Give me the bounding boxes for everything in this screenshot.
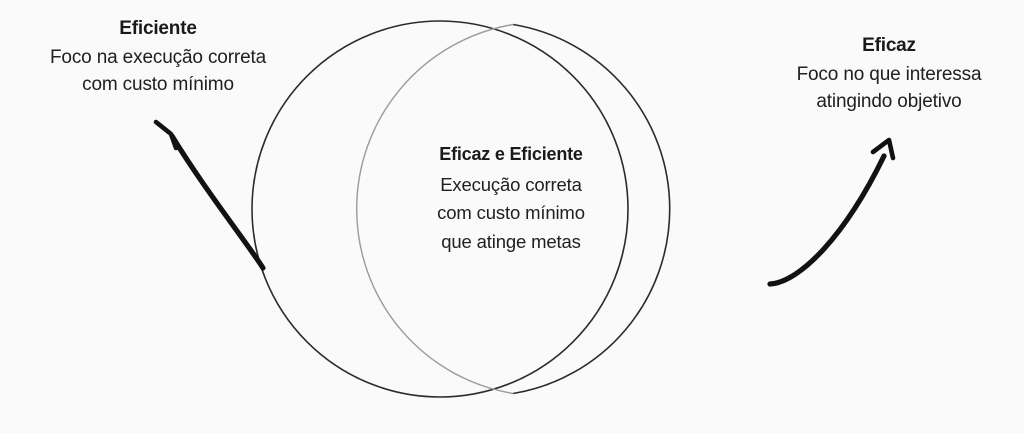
eficiente-label-line-2: com custo mínimo xyxy=(82,73,234,95)
eficaz-circle-inner-arc xyxy=(356,23,514,395)
left-arrow-head xyxy=(153,119,179,151)
eficiente-circle xyxy=(251,20,629,398)
intersection-label-title: Eficaz e Eficiente xyxy=(439,144,583,164)
right-arrow-head xyxy=(870,137,896,161)
eficaz-label: Eficaz Foco no que interessa atingindo o… xyxy=(760,33,1018,116)
intersection-label-line-1: Execução correta xyxy=(440,173,582,195)
left-arrow-shaft xyxy=(169,133,266,271)
intersection-label-line-3: que atinge metas xyxy=(441,230,581,252)
intersection-label: Eficaz e Eficiente Execução correta com … xyxy=(395,142,627,257)
eficaz-circle-outer-arc xyxy=(513,23,671,395)
eficiente-label-title: Eficiente xyxy=(119,18,197,39)
eficaz-label-line-1: Foco no que interessa xyxy=(796,63,982,85)
eficiente-label: Eficiente Foco na execução correta com c… xyxy=(8,16,308,99)
eficiente-label-line-1: Foco na execução correta xyxy=(49,46,267,68)
eficaz-label-line-2: atingindo objetivo xyxy=(816,90,962,112)
eficaz-label-title: Eficaz xyxy=(862,35,916,56)
right-arrow-shaft xyxy=(767,153,887,287)
intersection-label-line-2: com custo mínimo xyxy=(437,202,585,224)
